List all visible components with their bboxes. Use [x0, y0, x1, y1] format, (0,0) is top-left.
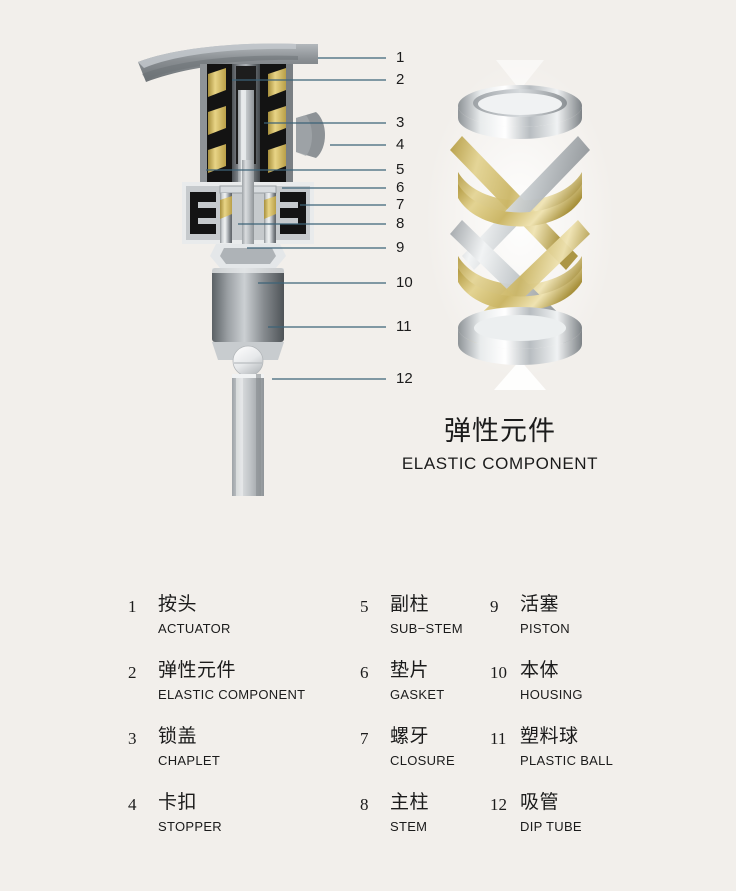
legend-label-en-3: CHAPLET: [158, 752, 221, 768]
legend-item-12: 12 吸管 DIP TUBE: [490, 792, 582, 834]
legend-number-2: 2: [128, 663, 137, 682]
legend-number-10: 10: [490, 663, 507, 682]
legend-text-2: 弹性元件 ELASTIC COMPONENT: [158, 660, 306, 702]
callout-number-2: 2: [396, 71, 405, 88]
part-piston: [210, 244, 286, 268]
legend-text-1: 按头 ACTUATOR: [158, 594, 231, 636]
legend-text-4: 卡扣 STOPPER: [158, 792, 222, 834]
legend-number-6: 6: [360, 663, 369, 682]
spring-top-ring: [458, 85, 582, 139]
part-actuator: [138, 43, 318, 82]
callout-number-11: 11: [396, 318, 412, 335]
legend-label-cn-4: 卡扣: [158, 792, 198, 813]
legend-label-cn-11: 塑料球: [520, 726, 579, 747]
legend-item-5: 5 副柱 SUB−STEM: [360, 594, 463, 636]
elastic-component-illustration: [425, 60, 615, 390]
legend-label-en-2: ELASTIC COMPONENT: [158, 686, 306, 702]
legend-text-7: 螺牙 CLOSURE: [390, 726, 455, 768]
legend-label-en-9: PISTON: [520, 620, 570, 636]
legend-item-10: 10 本体 HOUSING: [490, 660, 583, 702]
legend-number-7: 7: [360, 729, 369, 748]
callout-number-9: 9: [396, 239, 405, 256]
callout-number-3: 3: [396, 114, 405, 131]
legend-text-12: 吸管 DIP TUBE: [520, 792, 582, 834]
callout-number-8: 8: [396, 215, 405, 232]
legend-label-cn-1: 按头: [158, 594, 198, 615]
legend-item-6: 6 垫片 GASKET: [360, 660, 445, 702]
callout-number-5: 5: [396, 161, 405, 178]
elastic-component-caption: 弹性元件 ELASTIC COMPONENT: [370, 415, 630, 474]
legend-label-en-11: PLASTIC BALL: [520, 752, 614, 768]
spring-bottom-ring: [458, 307, 582, 365]
callout-number-6: 6: [396, 179, 405, 196]
legend-label-cn-5: 副柱: [390, 594, 430, 615]
part-housing: [212, 268, 284, 360]
legend-label-en-7: CLOSURE: [390, 752, 455, 768]
callout-leader-lines: [206, 57, 386, 380]
legend-label-en-1: ACTUATOR: [158, 620, 231, 636]
legend-label-en-5: SUB−STEM: [390, 620, 463, 636]
legend-number-1: 1: [128, 597, 137, 616]
legend-number-12: 12: [490, 795, 507, 814]
legend-label-en-6: GASKET: [390, 686, 445, 702]
callout-number-12: 12: [396, 370, 413, 387]
legend-text-10: 本体 HOUSING: [520, 660, 583, 702]
legend-label-cn-6: 垫片: [390, 660, 430, 681]
legend-label-cn-3: 锁盖: [158, 726, 198, 747]
legend-number-11: 11: [490, 729, 507, 748]
legend-label-en-12: DIP TUBE: [520, 818, 582, 834]
legend-item-7: 7 螺牙 CLOSURE: [360, 726, 455, 768]
legend-number-8: 8: [360, 795, 369, 814]
legend-item-3: 3 锁盖 CHAPLET: [128, 726, 221, 768]
legend-number-5: 5: [360, 597, 369, 616]
legend-text-3: 锁盖 CHAPLET: [158, 726, 221, 768]
callout-number-7: 7: [396, 196, 405, 213]
legend-label-en-10: HOUSING: [520, 686, 583, 702]
legend-label-cn-7: 螺牙: [390, 726, 430, 747]
legend-item-4: 4 卡扣 STOPPER: [128, 792, 222, 834]
legend-number-9: 9: [490, 597, 499, 616]
legend-item-9: 9 活塞 PISTON: [490, 594, 570, 636]
legend-label-cn-12: 吸管: [520, 792, 560, 813]
callout-number-10: 10: [396, 274, 413, 291]
legend-item-1: 1 按头 ACTUATOR: [128, 594, 231, 636]
legend-text-6: 垫片 GASKET: [390, 660, 445, 702]
legend-label-en-4: STOPPER: [158, 818, 222, 834]
legend-label-cn-9: 活塞: [520, 594, 560, 615]
legend-label-cn-8: 主柱: [390, 792, 430, 813]
callout-number-4: 4: [396, 136, 405, 153]
legend-label-en-8: STEM: [390, 818, 428, 834]
legend-label-cn-10: 本体: [520, 660, 560, 681]
legend-text-11: 塑料球 PLASTIC BALL: [520, 726, 614, 768]
pump-cutaway-illustration: [138, 43, 325, 496]
caption-english: ELASTIC COMPONENT: [401, 453, 599, 473]
legend-label-cn-2: 弹性元件: [158, 660, 237, 681]
legend-text-8: 主柱 STEM: [390, 792, 430, 834]
part-dip-tube: [232, 374, 264, 496]
legend-text-9: 活塞 PISTON: [520, 594, 570, 636]
callout-number-1: 1: [396, 49, 405, 66]
legend-item-11: 11 塑料球 PLASTIC BALL: [490, 726, 614, 768]
legend-item-2: 2 弹性元件 ELASTIC COMPONENT: [128, 660, 306, 702]
legend-item-8: 8 主柱 STEM: [360, 792, 430, 834]
legend-text-5: 副柱 SUB−STEM: [390, 594, 463, 636]
legend-number-4: 4: [128, 795, 137, 814]
legend-number-3: 3: [128, 729, 137, 748]
caption-chinese: 弹性元件: [444, 416, 556, 446]
parts-legend: 1 按头 ACTUATOR 2 弹性元件 ELASTIC COMPONENT 3 锁盖 CHAP…: [120, 575, 640, 855]
part-sub-stem: [242, 160, 254, 252]
